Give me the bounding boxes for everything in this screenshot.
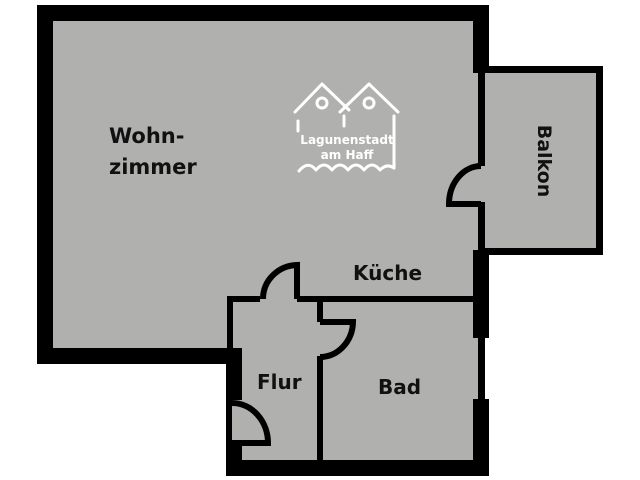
wall-right-upper (473, 5, 489, 73)
room-label-bad: Bad (378, 375, 422, 399)
room-fills (45, 13, 599, 468)
flur-left-thin (227, 296, 233, 352)
wall-bottom-living (37, 348, 242, 364)
wohnzimmer-line1: Wohn- (109, 124, 185, 148)
balkon-wall-inner-a (478, 70, 485, 166)
balkon-fill (481, 70, 599, 252)
flur-top-wall-left (227, 296, 260, 302)
bad-left-wall-a (317, 296, 323, 322)
flur-top-wall-right (297, 296, 477, 302)
room-label-kueche: Küche (353, 261, 423, 285)
wall-right-lower-b (473, 399, 489, 476)
flur-fill (230, 299, 320, 468)
wall-flur-left-door-jamb (226, 400, 232, 445)
two-houses-waves-icon (293, 82, 400, 173)
interior-walls (227, 296, 477, 466)
door-bad[interactable] (319, 319, 357, 360)
room-label-flur: Flur (257, 370, 302, 394)
balkon-wall-inner-b (478, 202, 485, 255)
door-entrance[interactable] (231, 400, 272, 446)
wall-left (37, 5, 53, 364)
room-label-balkon: Balkon (533, 124, 555, 198)
balkon-wall-bottom (481, 248, 603, 255)
balkon-wall-right (596, 66, 603, 255)
wall-flur-left-a (226, 348, 242, 400)
bad-left-wall-b (317, 356, 323, 466)
balkon-wall-top (481, 66, 603, 73)
logo-text-line2: am Haff (320, 148, 374, 162)
bad-fill (320, 299, 481, 468)
logo-text-line1: Lagunenstadt (300, 133, 394, 147)
wall-top (37, 5, 489, 21)
wall-bottom (226, 460, 489, 476)
outer-walls (37, 5, 489, 476)
wohnzimmer-line2: zimmer (109, 155, 197, 179)
doors (231, 163, 482, 446)
door-flur-kueche[interactable] (260, 261, 300, 300)
wall-right-window (478, 338, 485, 400)
kueche-fill (300, 250, 481, 300)
room-label-wohnzimmer: Wohn- zimmer (109, 121, 197, 183)
balkon-walls (478, 66, 603, 255)
door-balkon[interactable] (445, 163, 482, 207)
wall-right-lower-a (473, 250, 489, 338)
wall-flur-left-b (226, 445, 242, 476)
